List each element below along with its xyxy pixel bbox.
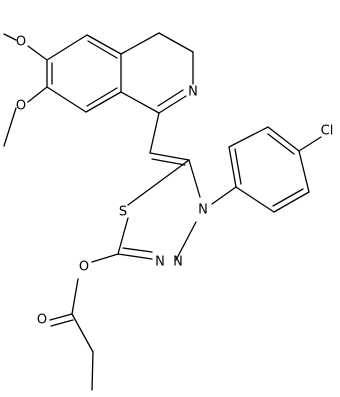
bond-c2-n-inner <box>122 247 153 253</box>
bond-aryl-o-bottom <box>27 86 48 103</box>
bond-ph-cl <box>298 136 322 152</box>
bond-n-n <box>175 221 197 261</box>
atom-labels: O O N S N N N O O Cl <box>16 35 333 328</box>
atom-label-n-left: N <box>155 255 165 270</box>
bond-benzo-3-inner <box>87 40 118 59</box>
bond-ph-1-inner <box>234 148 242 185</box>
bond-lines <box>3 32 322 391</box>
atom-label-n-ring: N <box>188 85 198 100</box>
bond-pyr-1 <box>120 32 160 55</box>
bond-ch2-ch3 <box>91 351 94 391</box>
bond-ph-5 <box>273 191 310 213</box>
atom-label-o-methoxy-bottom: O <box>16 99 26 114</box>
bond-benzo-5-inner <box>86 87 118 107</box>
bond-methyl-o-top <box>3 33 17 41</box>
bond-carbonyl-ch2 <box>71 313 94 353</box>
bond-carbonyl-o <box>49 313 73 321</box>
bond-o-bottom-methyl <box>3 107 17 147</box>
bond-pyr-5 <box>120 91 160 114</box>
atom-label-s-thiadiazole: S <box>119 205 127 220</box>
bond-ph-1 <box>228 146 237 188</box>
bond-o-top-aryl <box>27 45 48 61</box>
atom-label-n-aryl: N <box>198 203 208 218</box>
bond-benzo-5 <box>85 91 122 113</box>
bond-n-aryl <box>211 186 237 205</box>
bond-pyr-4-inner <box>157 89 184 107</box>
bond-ph-2 <box>228 126 269 148</box>
atom-label-n-right: N <box>173 255 183 270</box>
bond-ph-6 <box>235 186 275 213</box>
bond-ph-5-inner <box>272 188 304 207</box>
atom-label-o-carbonyl: O <box>37 313 47 328</box>
bond-ph-3-inner <box>267 133 295 155</box>
bond-c2-o <box>91 253 119 263</box>
bond-c5-s <box>127 159 190 206</box>
bond-o-carbonyl <box>71 278 79 315</box>
atom-label-o-methoxy-top: O <box>16 35 26 50</box>
atom-label-cl: Cl <box>321 124 334 139</box>
bond-pyr-4 <box>158 95 187 114</box>
atom-label-o-ester: O <box>79 260 89 275</box>
bond-carbonyl-o-inner <box>50 319 74 327</box>
bond-benzo-6 <box>46 86 87 113</box>
bond-ph-3 <box>267 126 300 152</box>
bond-c5-n <box>188 159 201 198</box>
bond-c1-ch <box>149 112 160 154</box>
bond-benzo-2 <box>46 34 88 61</box>
bond-ch-c5-inner <box>151 158 186 166</box>
bond-ch-c5 <box>149 152 190 161</box>
bond-s-c2 <box>117 217 129 255</box>
bond-pyr-2 <box>158 32 194 53</box>
bond-c2-n <box>117 253 153 260</box>
bond-benzo-3 <box>86 34 122 55</box>
bond-ph-4 <box>298 150 310 193</box>
